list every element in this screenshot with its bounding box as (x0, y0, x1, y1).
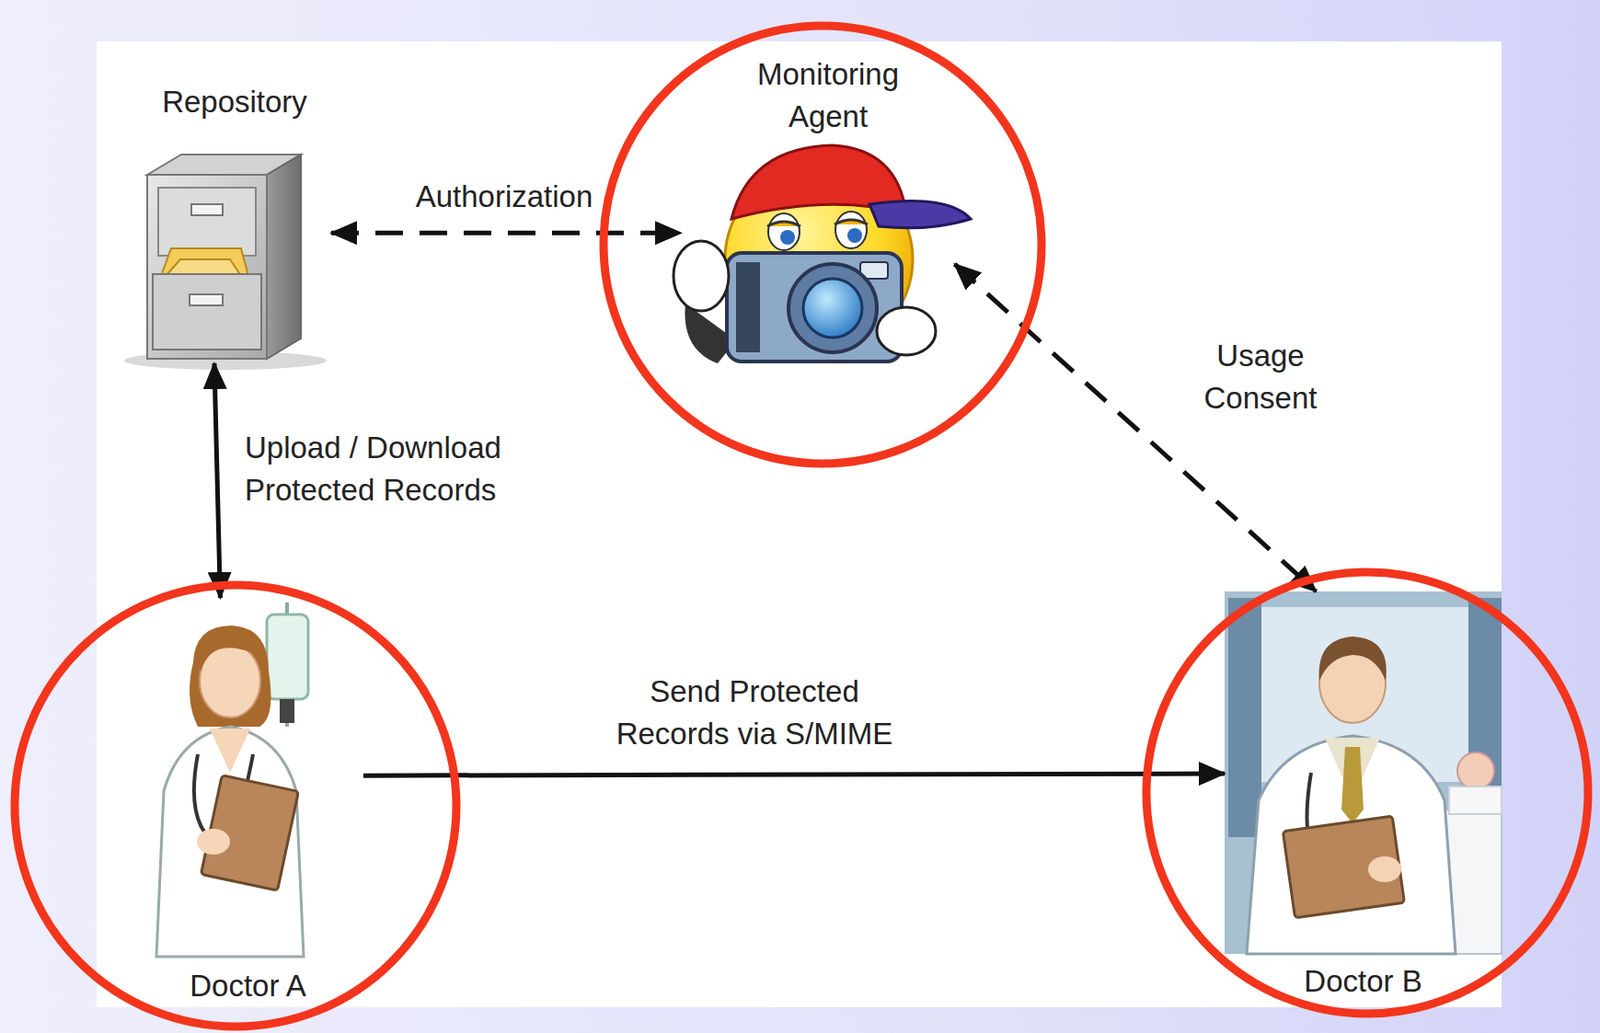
agent-emoji (673, 145, 971, 364)
dashed-arrow (331, 230, 681, 236)
edge-label: Usage Consent (1183, 334, 1338, 419)
highlight-circle (14, 585, 457, 1027)
highlight-circle (603, 25, 1042, 464)
node-label: Repository (161, 80, 308, 124)
repository-node: Repository (138, 80, 332, 364)
dashed-arrow (955, 264, 1317, 592)
doctor-node: Doctor A (132, 598, 364, 1008)
highlight-circle (1146, 572, 1589, 1014)
doctor-b-figure (1224, 591, 1502, 955)
panel (96, 41, 1502, 1008)
solid-arrow (214, 363, 220, 599)
solid-arrow (363, 773, 1225, 776)
node-label: Doctor A (189, 965, 307, 1008)
doctor-a-figure (156, 602, 309, 957)
agent-node: Monitoring Agent (680, 53, 976, 369)
node-label: Doctor B (1303, 960, 1422, 1003)
doctor-node: Doctor B (1224, 591, 1502, 1003)
edge-label: Upload / Download Protected Records (241, 426, 553, 511)
edge-label: Authorization (412, 175, 598, 219)
edge-label: Send Protected Records via S/MIME (594, 670, 915, 755)
cabinet-icon (124, 154, 327, 370)
node-label: Monitoring Agent (726, 53, 930, 138)
